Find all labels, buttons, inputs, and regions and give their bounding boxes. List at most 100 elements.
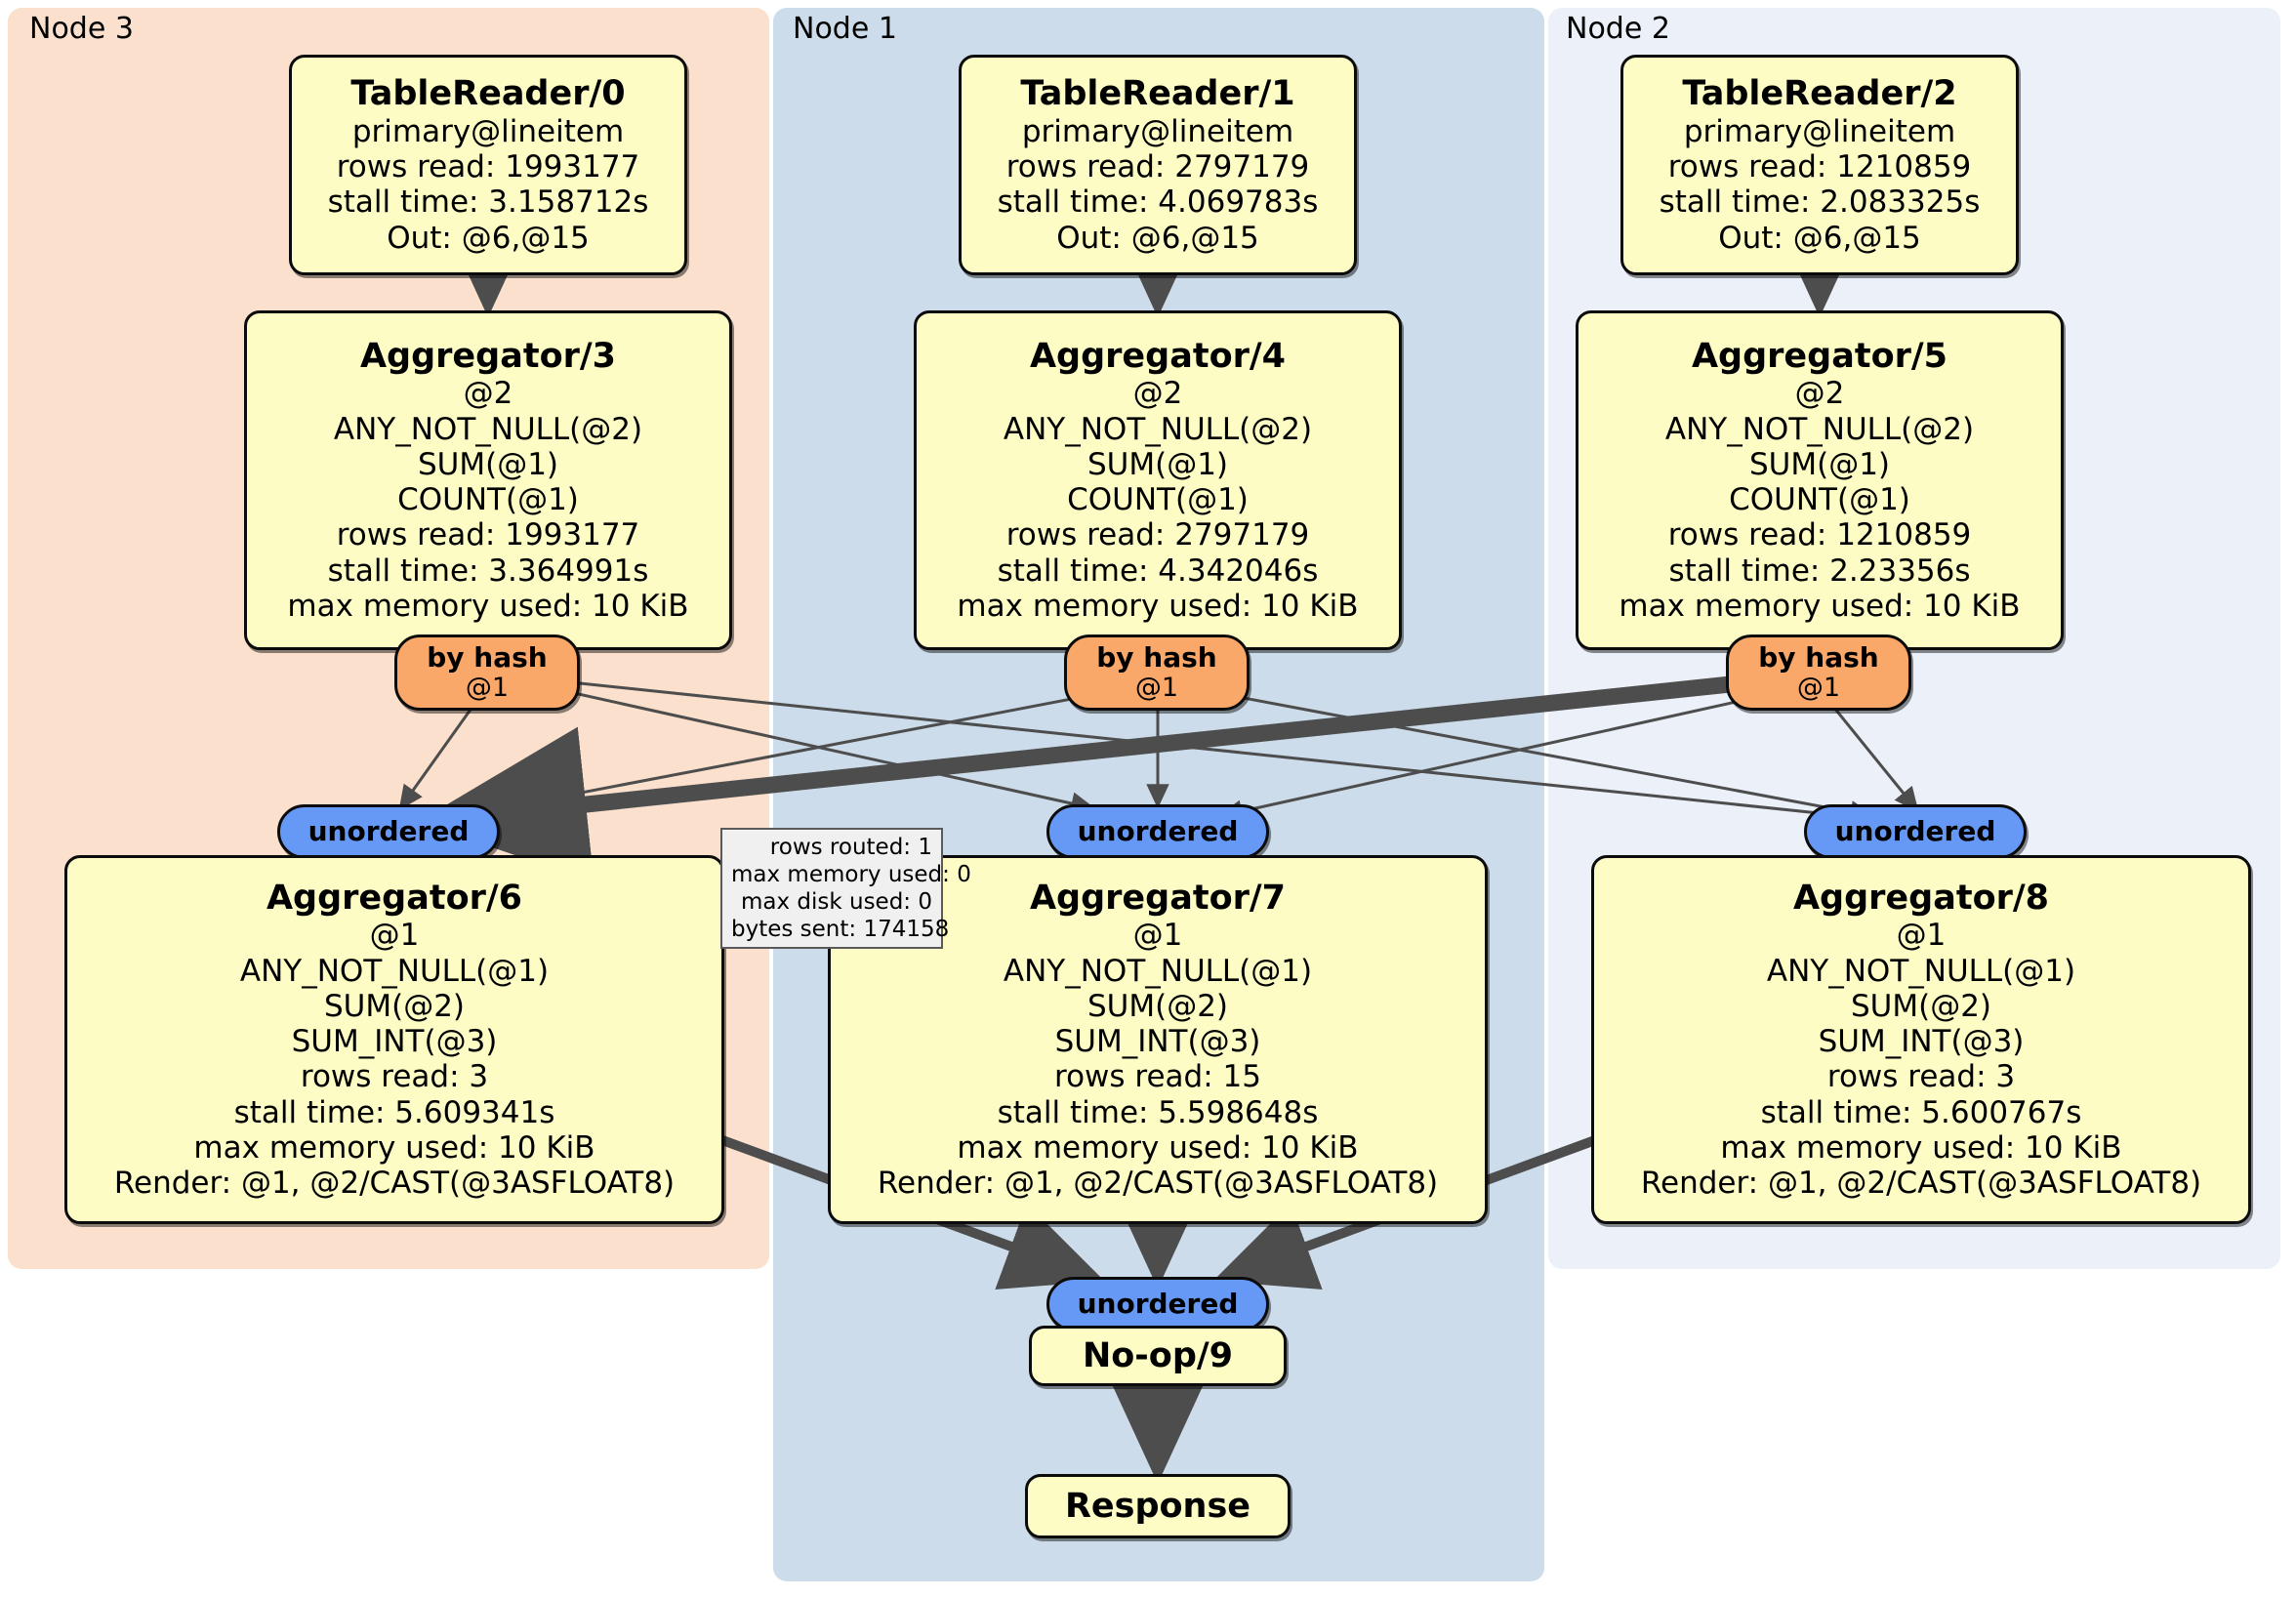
node-line: ANY_NOT_NULL(@1) [239, 953, 550, 989]
node-line: stall time: 3.364991s [327, 553, 649, 589]
node-line: SUM_INT(@3) [291, 1024, 498, 1060]
node-aggregator-4[interactable]: Aggregator/4 @2 ANY_NOT_NULL(@2) SUM(@1)… [914, 310, 1402, 650]
node-title: Aggregator/6 [266, 878, 523, 918]
node-response[interactable]: Response [1025, 1474, 1291, 1538]
node-table-reader-1[interactable]: TableReader/1 primary@lineitem rows read… [959, 55, 1357, 275]
node-line: rows read: 3 [300, 1059, 489, 1095]
node-line: SUM(@1) [1748, 446, 1891, 482]
node-line: rows read: 2797179 [1005, 149, 1310, 185]
node-title: Aggregator/4 [1029, 336, 1287, 376]
node-title: Aggregator/8 [1792, 878, 2050, 918]
node-line: rows read: 1210859 [1667, 149, 1972, 185]
node-line: stall time: 4.069783s [997, 184, 1319, 221]
node-line: @1 [1896, 918, 1947, 954]
cluster-label-node-3: Node 3 [29, 12, 134, 46]
node-title: No-op/9 [1082, 1335, 1234, 1375]
node-title: Aggregator/5 [1691, 336, 1948, 376]
node-line: @1 [1132, 918, 1183, 954]
node-line: Out: @6,@15 [387, 220, 590, 256]
node-line: rows read: 1993177 [336, 149, 640, 185]
tooltip-line: bytes sent: 174158 [731, 917, 950, 943]
node-line: SUM(@1) [417, 446, 559, 482]
node-aggregator-3[interactable]: Aggregator/3 @2 ANY_NOT_NULL(@2) SUM(@1)… [244, 310, 732, 650]
node-aggregator-8[interactable]: Aggregator/8 @1 ANY_NOT_NULL(@1) SUM(@2)… [1591, 855, 2251, 1224]
badge-title: by hash [1096, 641, 1217, 675]
cluster-label-node-1: Node 1 [793, 12, 897, 46]
node-line: stall time: 5.609341s [233, 1094, 555, 1130]
badge-sub: @1 [1134, 672, 1179, 703]
node-line: @2 [1794, 376, 1845, 412]
node-title: TableReader/2 [1682, 74, 1957, 114]
node-line: primary@lineitem [1683, 113, 1956, 149]
badge-unordered-7[interactable]: unordered [1046, 804, 1269, 859]
node-no-op-9[interactable]: No-op/9 [1029, 1326, 1287, 1386]
badge-by-hash-4[interactable]: by hash @1 [1064, 635, 1250, 711]
node-line: ANY_NOT_NULL(@2) [1003, 411, 1313, 447]
node-table-reader-2[interactable]: TableReader/2 primary@lineitem rows read… [1620, 55, 2019, 275]
node-line: ANY_NOT_NULL(@2) [333, 411, 643, 447]
node-title: Aggregator/7 [1029, 878, 1287, 918]
node-line: rows read: 1993177 [336, 517, 640, 553]
node-line: max memory used: 10 KiB [1619, 588, 2021, 624]
node-line: stall time: 2.083325s [1659, 184, 1981, 221]
node-line: COUNT(@1) [1067, 482, 1249, 518]
node-title: Response [1064, 1486, 1251, 1526]
node-line: SUM(@2) [1086, 988, 1229, 1024]
node-line: stall time: 5.600767s [1760, 1094, 2082, 1130]
node-aggregator-5[interactable]: Aggregator/5 @2 ANY_NOT_NULL(@2) SUM(@1)… [1576, 310, 2064, 650]
node-line: rows read: 2797179 [1005, 517, 1310, 553]
node-line: primary@lineitem [1021, 113, 1294, 149]
node-line: ANY_NOT_NULL(@2) [1664, 411, 1975, 447]
node-line: SUM_INT(@3) [1818, 1024, 2025, 1060]
node-line: ANY_NOT_NULL(@1) [1003, 953, 1313, 989]
node-line: rows read: 1210859 [1667, 517, 1972, 553]
node-title: Aggregator/3 [359, 336, 617, 376]
node-line: stall time: 5.598648s [997, 1094, 1319, 1130]
badge-title: by hash [1758, 641, 1879, 675]
node-line: primary@lineitem [351, 113, 625, 149]
node-line: stall time: 3.158712s [327, 184, 649, 221]
tooltip-line: max memory used: 0 [731, 862, 971, 888]
node-line: rows read: 15 [1054, 1059, 1261, 1095]
badge-title: by hash [427, 641, 548, 675]
node-line: SUM(@2) [1850, 988, 1992, 1024]
badge-unordered-6[interactable]: unordered [277, 804, 500, 859]
badge-title: unordered [308, 815, 470, 848]
node-line: stall time: 4.342046s [997, 553, 1319, 589]
node-line: SUM(@1) [1086, 446, 1229, 482]
node-table-reader-0[interactable]: TableReader/0 primary@lineitem rows read… [289, 55, 687, 275]
badge-title: unordered [1077, 815, 1239, 848]
node-line: @1 [369, 918, 420, 954]
badge-unordered-final[interactable]: unordered [1046, 1277, 1269, 1331]
badge-by-hash-3[interactable]: by hash @1 [394, 635, 580, 711]
node-line: SUM_INT(@3) [1054, 1024, 1261, 1060]
node-title: TableReader/0 [350, 74, 626, 114]
badge-title: unordered [1077, 1288, 1239, 1321]
cluster-label-node-2: Node 2 [1566, 12, 1670, 46]
node-line: COUNT(@1) [397, 482, 579, 518]
node-aggregator-6[interactable]: Aggregator/6 @1 ANY_NOT_NULL(@1) SUM(@2)… [64, 855, 724, 1224]
node-line: rows read: 3 [1826, 1059, 2016, 1095]
node-line: SUM(@2) [323, 988, 466, 1024]
badge-unordered-8[interactable]: unordered [1804, 804, 2027, 859]
node-line: Render: @1, @2/CAST(@3ASFLOAT8) [877, 1166, 1439, 1202]
node-title: TableReader/1 [1020, 74, 1295, 114]
tooltip-line: rows routed: 1 [769, 835, 932, 860]
node-line: Render: @1, @2/CAST(@3ASFLOAT8) [113, 1166, 676, 1202]
node-line: max memory used: 10 KiB [193, 1129, 595, 1166]
node-line: stall time: 2.23356s [1668, 553, 1971, 589]
node-line: Render: @1, @2/CAST(@3ASFLOAT8) [1640, 1166, 2202, 1202]
node-line: Out: @6,@15 [1056, 220, 1259, 256]
badge-sub: @1 [1796, 672, 1841, 703]
node-line: ANY_NOT_NULL(@1) [1766, 953, 2076, 989]
edge-stats-tooltip: rows routed: 1 max memory used: 0 max di… [720, 828, 971, 949]
node-line: max memory used: 10 KiB [287, 588, 689, 624]
node-line: max memory used: 10 KiB [957, 588, 1359, 624]
badge-sub: @1 [465, 672, 510, 703]
node-line: COUNT(@1) [1729, 482, 1910, 518]
badge-by-hash-5[interactable]: by hash @1 [1726, 635, 1911, 711]
tooltip-line: max disk used: 0 [740, 889, 932, 916]
badge-title: unordered [1834, 815, 1996, 848]
node-line: @2 [1132, 376, 1183, 412]
